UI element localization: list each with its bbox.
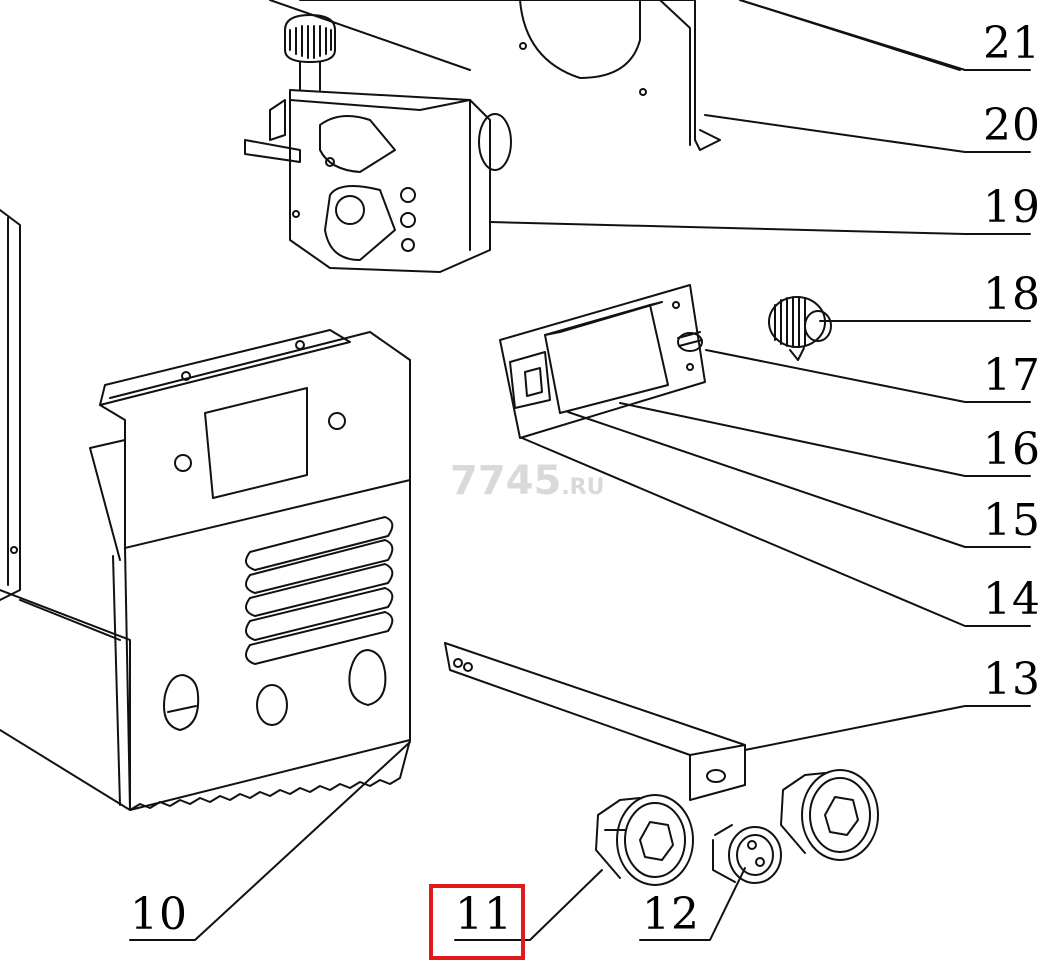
callout-21: 21: [983, 18, 1041, 69]
callout-18: 18: [983, 269, 1041, 320]
callout-12: 12: [642, 889, 700, 940]
callout-13: 13: [983, 654, 1041, 705]
callout-17: 17: [983, 350, 1041, 401]
callout-11: 11: [455, 889, 513, 940]
front-panel: [89, 329, 411, 811]
back-plate: [269, 0, 961, 151]
chassis: [0, 209, 131, 811]
socket-right: [780, 769, 879, 861]
control-board: [499, 284, 706, 439]
callout-20: 20: [983, 100, 1041, 151]
callout-10: 10: [130, 889, 188, 940]
watermark: 7745.RU: [450, 458, 605, 504]
callout-15: 15: [983, 495, 1041, 546]
socket-left: [595, 794, 694, 886]
highlight-box: [429, 884, 525, 960]
connector: [712, 824, 782, 884]
bracket: [444, 642, 746, 801]
wire-feeder: [244, 14, 512, 273]
watermark-main: 7745: [450, 458, 562, 504]
callout-14: 14: [983, 574, 1041, 625]
callout-19: 19: [983, 182, 1041, 233]
leader-lines: [129, 0, 1031, 941]
knob: [768, 296, 832, 361]
watermark-suffix: .RU: [561, 475, 605, 500]
callout-16: 16: [983, 424, 1041, 475]
